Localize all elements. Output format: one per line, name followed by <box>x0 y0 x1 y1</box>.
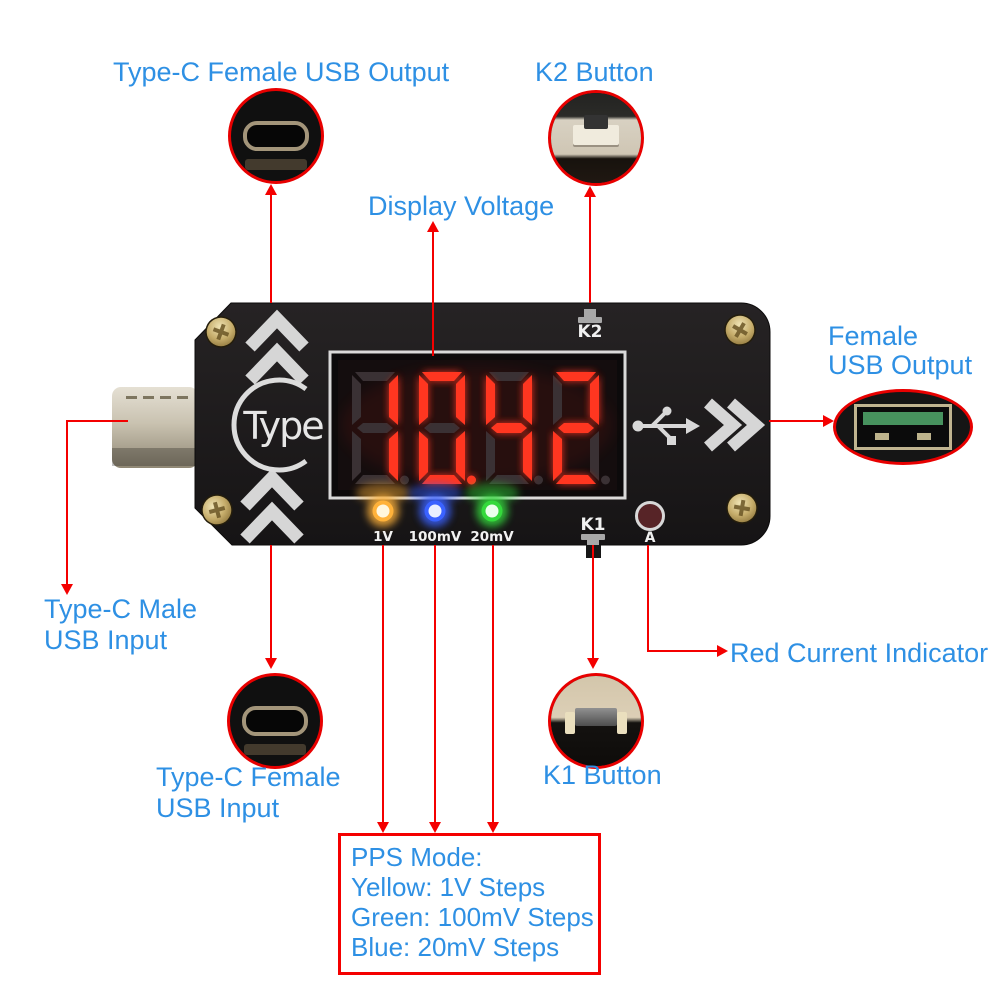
screw-icon <box>726 492 758 524</box>
chevron-up-icon <box>245 309 309 385</box>
led-label: 1V <box>373 529 393 545</box>
led-label: 20mV <box>470 529 514 545</box>
typec-port-photo <box>243 121 309 151</box>
inset-typec-female-output <box>228 88 324 184</box>
k1-button-marking: K1 <box>580 515 606 558</box>
callout-arrow <box>429 822 441 833</box>
brand-logo-text: Type <box>242 404 323 448</box>
led-1v: 1V <box>356 483 410 545</box>
label-typec-male-usb-input: Type-C Male USB Input <box>44 594 198 655</box>
screw-icon <box>724 314 756 346</box>
label-display-voltage: Display Voltage <box>368 191 555 221</box>
callout-line <box>647 545 649 652</box>
led-100mv: 100mV <box>408 483 462 545</box>
usba-port-photo <box>854 404 952 450</box>
callout-arrow <box>584 186 596 197</box>
callout-line <box>66 420 128 422</box>
callout-line <box>589 196 591 303</box>
callout-arrow <box>265 184 277 195</box>
inset-k1-button <box>548 673 644 769</box>
svg-text:K2: K2 <box>577 322 602 342</box>
svg-text:A: A <box>645 530 656 546</box>
callout-arrow <box>61 584 73 595</box>
pps-line: Yellow: 1V Steps <box>351 872 546 902</box>
seven-segment-digits <box>352 372 610 485</box>
callout-line <box>270 545 272 658</box>
typec-port-photo <box>242 706 308 736</box>
chevron-up-icon <box>240 468 304 544</box>
label-red-current-indicator: Red Current Indicator <box>730 638 989 668</box>
callout-arrow <box>717 645 728 657</box>
callout-arrow <box>377 822 389 833</box>
callout-line <box>434 545 436 822</box>
current-indicator-led: A <box>635 501 665 546</box>
callout-line <box>270 194 272 303</box>
usb-trident-icon <box>632 406 700 445</box>
screw-icon <box>201 494 233 526</box>
callout-arrow <box>487 822 499 833</box>
pps-line: Green: 100mV Steps <box>351 902 594 932</box>
label-typec-female-usb-output: Type-C Female USB Output <box>113 57 450 87</box>
svg-text:K1: K1 <box>580 515 605 535</box>
label-k2-button: K2 Button <box>535 57 654 87</box>
callout-line <box>647 650 718 652</box>
callout-line <box>769 420 825 422</box>
tactile-button-photo <box>575 708 617 727</box>
usbc-male-connector <box>112 387 198 468</box>
led-20mv: 20mV <box>465 483 519 545</box>
callout-arrow <box>823 415 834 427</box>
tactile-button-photo <box>573 125 619 146</box>
callout-line <box>592 545 594 658</box>
label-typec-female-usb-input: Type-C Female USB Input <box>156 762 341 823</box>
label-female-usb-output: Female USB Output <box>828 321 973 380</box>
callout-line <box>432 231 434 356</box>
voltage-display <box>328 350 627 500</box>
pps-line: Blue: 20mV Steps <box>351 932 560 962</box>
inset-k2-button <box>548 90 644 186</box>
usb-tester-device: Type 1V 100mV 20mV <box>112 302 771 558</box>
label-k1-button: K1 Button <box>543 760 662 790</box>
callout-arrow <box>427 221 439 232</box>
callout-line <box>492 545 494 822</box>
callout-line <box>382 545 384 822</box>
screw-icon <box>205 316 237 348</box>
callout-arrow <box>265 658 277 669</box>
led-label: 100mV <box>409 529 462 545</box>
inset-female-usb-output <box>833 389 973 465</box>
callout-line <box>66 420 68 584</box>
inset-typec-female-input <box>227 673 323 769</box>
pps-mode-legend: PPS Mode: Yellow: 1V Steps Green: 100mV … <box>338 833 601 975</box>
k2-button-marking: K2 <box>577 309 603 342</box>
pps-title: PPS Mode: <box>351 842 483 872</box>
brand-logo: Type <box>231 377 325 473</box>
chevron-right-icon <box>704 398 766 452</box>
callout-arrow <box>587 658 599 669</box>
